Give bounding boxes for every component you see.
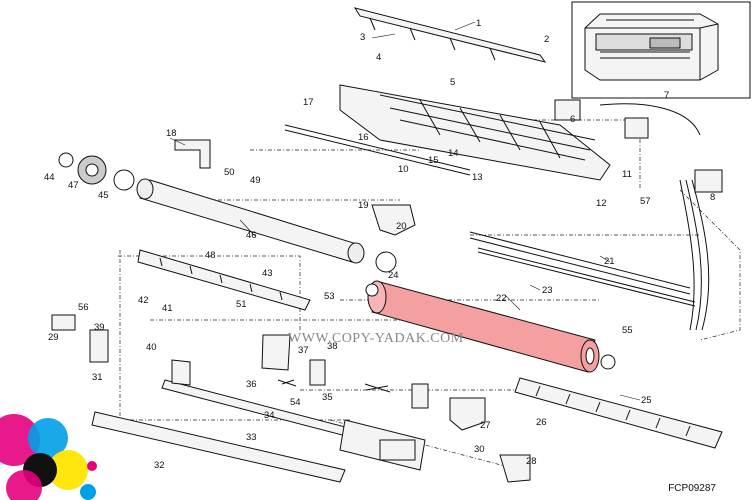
callout-35: 35 [322,392,333,403]
watermark-text: WWW.COPY-YADAK.COM [288,331,464,346]
callout-3: 3 [360,32,365,43]
callout-labels: 1 2 3 4 5 6 7 8 10 11 12 13 14 15 16 17 … [44,18,715,471]
callout-41: 41 [162,303,173,314]
callout-5: 5 [450,77,455,88]
callout-29: 29 [48,332,59,343]
pressure-roller-highlight [365,280,616,373]
callout-27: 27 [480,420,491,431]
callout-14: 14 [448,148,459,159]
callout-17: 17 [303,97,314,108]
callout-7: 7 [664,90,669,101]
callout-22: 22 [496,293,507,304]
callout-4: 4 [376,52,381,63]
callout-26: 26 [536,417,547,428]
callout-31: 31 [92,372,103,383]
callout-46: 46 [246,230,257,241]
callout-36: 36 [246,379,257,390]
callout-23: 23 [542,285,553,296]
callout-54: 54 [290,397,301,408]
callout-45: 45 [98,190,109,201]
top-bracket [353,7,547,63]
callout-10: 10 [398,164,409,175]
callout-49: 49 [250,175,261,186]
callout-13: 13 [472,172,483,183]
callout-16: 16 [358,132,369,143]
callout-33: 33 [246,432,257,443]
callout-2: 2 [544,34,549,45]
callout-6: 6 [570,114,575,125]
callout-42: 42 [138,295,149,306]
corner-logo [0,414,97,500]
callout-1: 1 [476,18,481,29]
callout-32: 32 [154,460,165,471]
callout-20: 20 [396,221,407,232]
callout-19: 19 [358,200,369,211]
callout-28: 28 [526,456,537,467]
callout-51: 51 [236,299,247,310]
figure-code: FCP09287 [668,483,716,494]
callout-37: 37 [298,345,309,356]
callout-12: 12 [596,198,607,209]
leader-lines [169,21,641,401]
paper-guide [514,377,723,449]
callout-18: 18 [166,128,177,139]
harness [599,103,710,331]
callout-56: 56 [78,302,89,313]
callout-39: 39 [94,322,105,333]
callout-50: 50 [224,167,235,178]
upper-frame [339,84,611,181]
callout-40: 40 [146,342,157,353]
callout-47: 47 [68,180,79,191]
callout-48: 48 [205,250,216,261]
brackets [51,99,723,483]
printer-inset [571,1,751,99]
callout-43: 43 [262,268,273,279]
rods [284,124,696,307]
callout-44: 44 [44,172,55,183]
callout-55: 55 [622,325,633,336]
callout-57: 57 [640,196,651,207]
heat-roller [58,152,397,273]
callout-30: 30 [474,444,485,455]
callout-25: 25 [641,395,652,406]
callout-24: 24 [388,270,399,281]
callout-15: 15 [428,155,439,166]
callout-8: 8 [710,192,715,203]
callout-53: 53 [324,291,335,302]
callout-38: 38 [327,341,338,352]
callout-34: 34 [264,410,275,421]
callout-11: 11 [622,169,632,180]
